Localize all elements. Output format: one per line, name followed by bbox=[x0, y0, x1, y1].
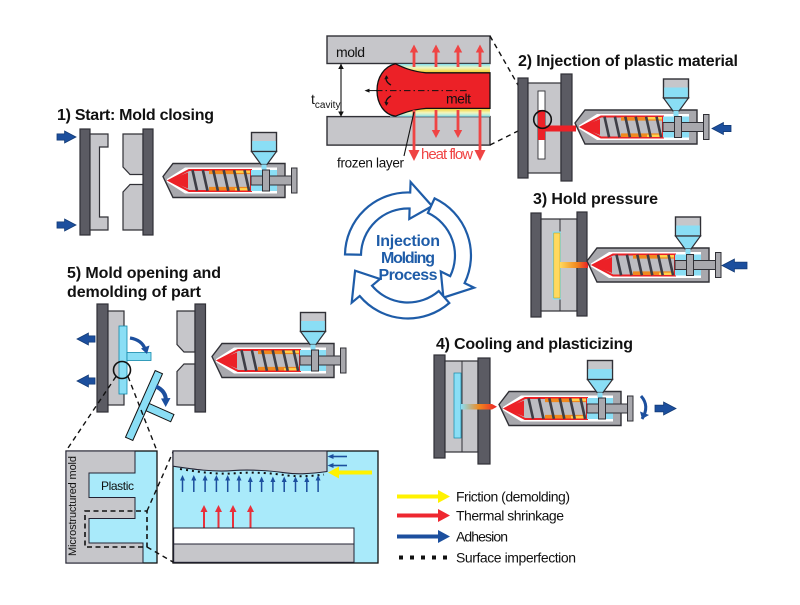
svg-text:3) Hold pressure: 3) Hold pressure bbox=[533, 191, 658, 208]
svg-text:heat flow: heat flow bbox=[421, 146, 473, 163]
svg-text:mold: mold bbox=[336, 44, 365, 60]
svg-text:Process: Process bbox=[379, 267, 438, 284]
svg-text:4) Cooling and plasticizing: 4) Cooling and plasticizing bbox=[436, 336, 633, 353]
svg-text:5) Mold opening and: 5) Mold opening and bbox=[67, 265, 221, 282]
svg-text:melt: melt bbox=[446, 91, 471, 107]
svg-text:demolding of part: demolding of part bbox=[67, 284, 202, 301]
svg-text:Injection: Injection bbox=[376, 233, 440, 250]
svg-text:Plastic: Plastic bbox=[101, 479, 134, 493]
svg-text:2) Injection of plastic materi: 2) Injection of plastic material bbox=[518, 53, 738, 70]
svg-text:Friction (demolding): Friction (demolding) bbox=[456, 489, 570, 505]
svg-text:Surface imperfection: Surface imperfection bbox=[456, 550, 576, 566]
svg-text:Thermal shrinkage: Thermal shrinkage bbox=[456, 508, 564, 524]
svg-text:Adhesion: Adhesion bbox=[456, 529, 508, 545]
svg-text:Molding: Molding bbox=[381, 250, 435, 267]
svg-text:Microstructured mold: Microstructured mold bbox=[67, 456, 79, 556]
svg-text:1) Start: Mold closing: 1) Start: Mold closing bbox=[57, 107, 214, 124]
svg-text:frozen layer: frozen layer bbox=[337, 156, 405, 171]
